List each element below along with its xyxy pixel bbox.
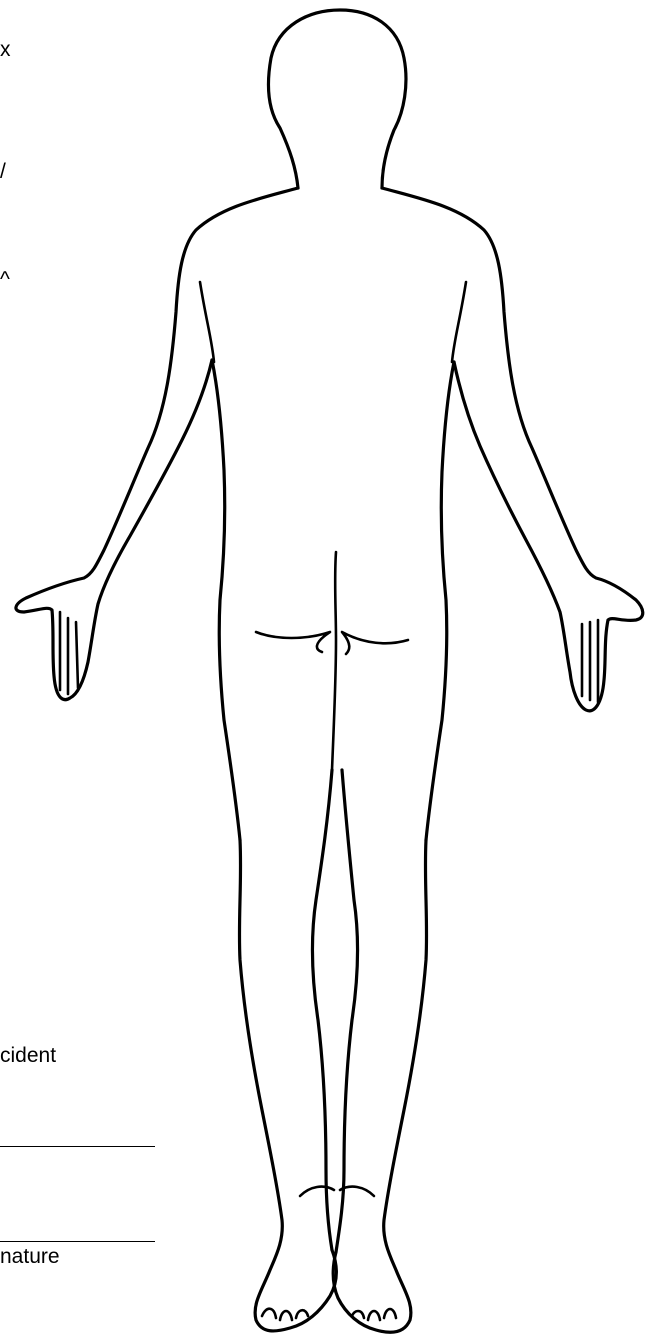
right-torso-side bbox=[426, 362, 454, 840]
left-finger-lines bbox=[60, 612, 78, 694]
right-leg-inner bbox=[336, 770, 358, 1252]
buttock-crease-right bbox=[342, 632, 408, 654]
left-arm-outline bbox=[16, 188, 298, 700]
right-arm-outline bbox=[382, 188, 643, 711]
body-outline bbox=[16, 10, 643, 1332]
right-finger-lines bbox=[582, 620, 598, 702]
left-ankle-mark bbox=[300, 1187, 334, 1196]
right-shoulder-blade-line bbox=[452, 282, 466, 362]
right-ankle-mark bbox=[340, 1187, 374, 1196]
spine-line bbox=[332, 552, 336, 770]
right-toes bbox=[352, 1309, 396, 1320]
left-leg-inner bbox=[312, 770, 332, 1250]
head-outline bbox=[268, 10, 406, 188]
left-leg-outer bbox=[239, 840, 336, 1331]
left-torso-side bbox=[212, 360, 240, 840]
left-toes bbox=[262, 1309, 308, 1320]
left-shoulder-blade-line bbox=[200, 282, 214, 362]
buttock-crease bbox=[256, 632, 330, 652]
